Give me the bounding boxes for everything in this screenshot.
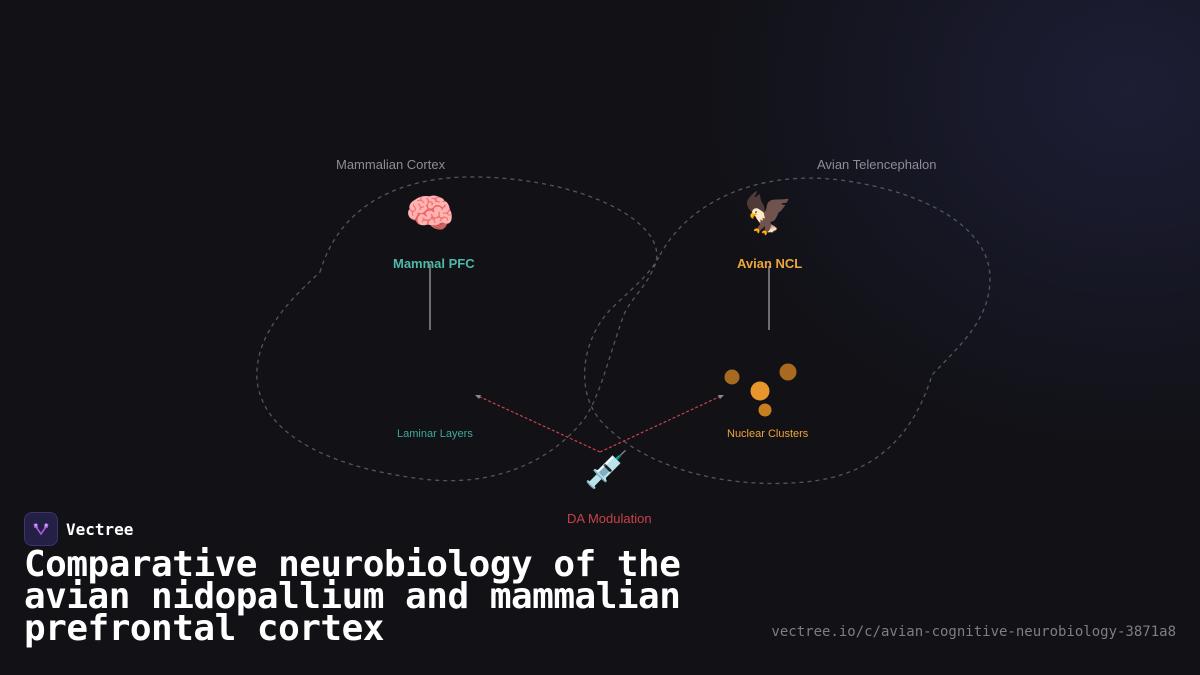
nuclear-cluster-dot <box>779 363 797 381</box>
nuclear-cluster-dot <box>758 403 772 417</box>
nuclear-arrowhead <box>718 395 724 399</box>
nuclear-clusters-label: Nuclear Clusters <box>727 428 809 440</box>
nuclear-cluster-dot <box>724 369 740 385</box>
nuclear-cluster-dot <box>750 381 770 401</box>
laminar-layers-label: Laminar Layers <box>397 428 473 440</box>
avian-region-outline <box>583 177 991 485</box>
brain-icon: 🧠 <box>405 192 455 236</box>
bird-icon: 🦅 <box>743 192 793 236</box>
mammalian-cortex-label: Mammalian Cortex <box>336 157 446 172</box>
da-modulation-label: DA Modulation <box>567 511 652 526</box>
avian-telencephalon-label: Avian Telencephalon <box>817 157 937 172</box>
da-to-laminar-arrow <box>477 395 601 453</box>
brand-name: Vectree <box>66 519 134 539</box>
brand: Vectree <box>24 512 133 546</box>
syringe-icon: 💉 <box>584 449 629 490</box>
avian-ncl-label: Avian NCL <box>737 256 803 271</box>
mammal-pfc-label: Mammal PFC <box>393 256 475 271</box>
source-url: vectree.io/c/avian-cognitive-neurobiolog… <box>771 624 1176 640</box>
laminar-arrowhead <box>475 395 481 399</box>
mammal-region-outline <box>256 176 658 482</box>
page-title: Comparative neurobiology of the avian ni… <box>24 544 681 649</box>
vectree-logo-icon <box>24 512 58 546</box>
da-to-nuclear-arrow <box>599 395 722 453</box>
